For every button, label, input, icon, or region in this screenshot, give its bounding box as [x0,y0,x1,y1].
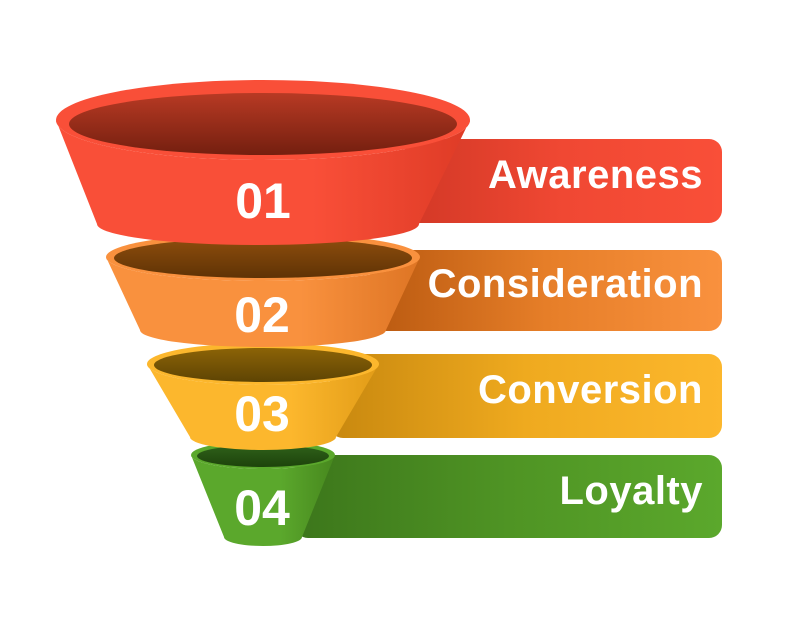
bar-consideration [370,250,722,331]
funnel-segment-loyalty-body [191,455,335,546]
stage-bars [295,139,722,538]
bar-loyalty [295,455,722,538]
stage-number-consideration: 02 [234,287,290,343]
funnel-segment-consideration [106,233,420,347]
bar-awareness [405,139,722,223]
stage-number-loyalty: 04 [234,480,290,536]
funnel-segment-awareness [56,80,470,245]
stage-label-conversion: Conversion [478,368,703,412]
funnel-segment-loyalty-opening [197,445,329,467]
bar-conversion [330,354,722,438]
stage-label-awareness: Awareness [488,153,703,197]
funnel-segment-awareness-body [56,120,470,245]
funnel-segment-conversion-body [147,364,379,450]
funnel-segment-consideration-body [106,257,420,347]
stage-labels: Awareness Consideration Conversion Loyal… [428,153,703,513]
funnel-segment-conversion [147,343,379,450]
stage-label-loyalty: Loyalty [559,469,703,513]
funnel-segment-consideration-opening [114,238,412,278]
stage-number-conversion: 03 [234,386,290,442]
funnel-segment-conversion-opening [154,348,372,382]
stage-label-consideration: Consideration [428,262,703,306]
stage-number-awareness: 01 [235,173,291,229]
funnel-segment-awareness-opening [69,93,457,155]
stage-numbers: 01 02 03 04 [234,173,291,536]
